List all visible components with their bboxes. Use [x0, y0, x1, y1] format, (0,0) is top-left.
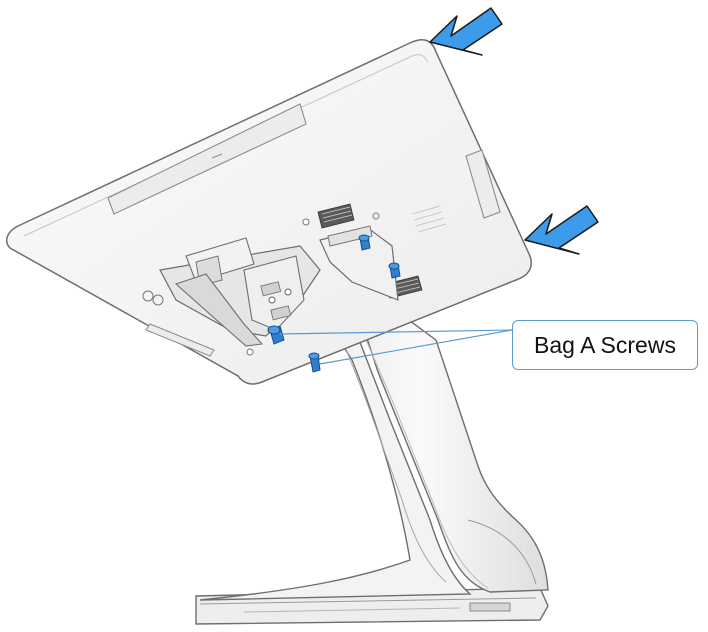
mounting-bracket	[159, 225, 399, 347]
screw-icon	[388, 262, 401, 279]
tablet-panel-rear	[5, 39, 532, 385]
callout-label: Bag A Screws	[534, 331, 676, 358]
callout-leader-lines	[279, 329, 513, 365]
arrow-right-down-icon	[524, 205, 599, 255]
screw-icon	[308, 352, 321, 373]
screw-icon	[358, 234, 371, 251]
arrow-right-down-icon	[429, 7, 503, 56]
screw-icon	[267, 325, 285, 345]
vent-grille	[317, 203, 355, 229]
bag-a-screws-callout: Bag A Screws	[512, 320, 698, 370]
